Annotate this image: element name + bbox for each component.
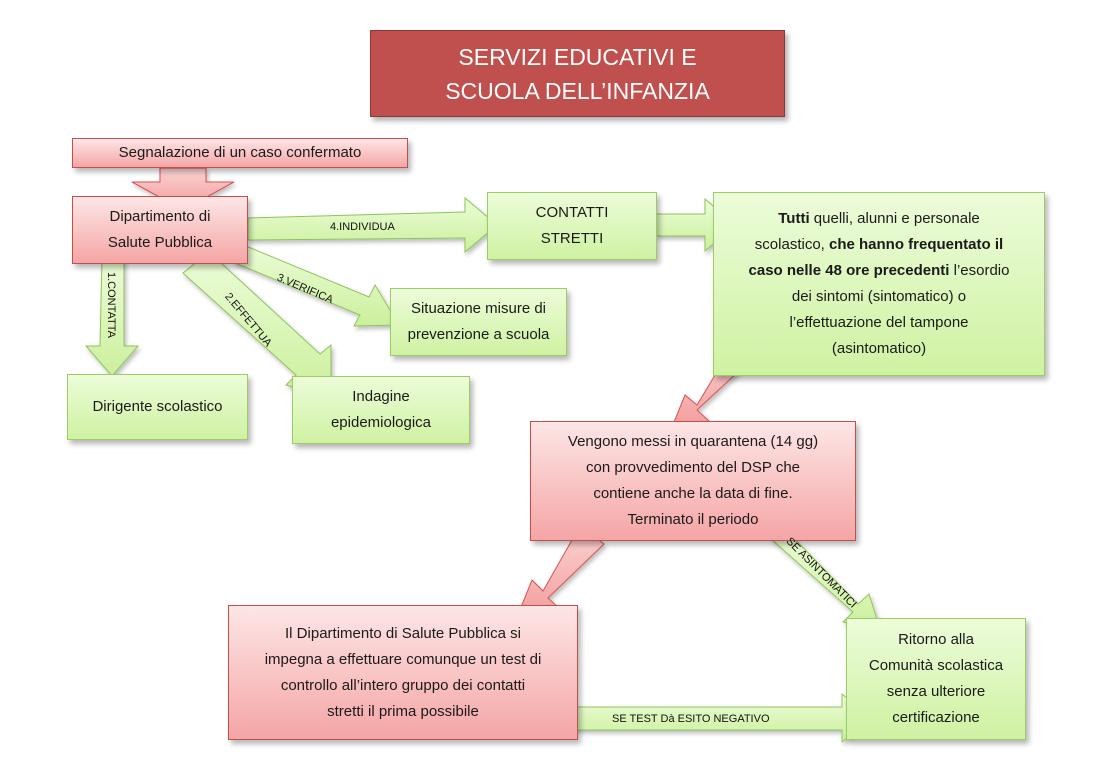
label-negativo: SE TEST Dà ESITO NEGATIVO xyxy=(612,713,770,725)
ritorno-line-1: Ritorno alla xyxy=(898,631,974,648)
situazione-line-2: prevenzione a scuola xyxy=(407,326,550,343)
quarantena-line-3: contiene anche la data di fine. xyxy=(593,485,793,502)
box-segnalazione: Segnalazione di un caso confermato xyxy=(72,138,408,168)
box-test: Il Dipartimento di Salute Pubblica si im… xyxy=(228,605,578,740)
situazione-line-1: Situazione misure di xyxy=(410,300,547,317)
dirigente-text: Dirigente scolastico xyxy=(92,398,223,415)
box-contatti-stretti: CONTATTI STRETTI xyxy=(487,192,657,260)
ritorno-line-2: Comunità scolastica xyxy=(868,657,1004,674)
box-tutti: Tutti quelli, alunni e personale scolast… xyxy=(713,192,1045,376)
contatti-line-1: CONTATTI xyxy=(535,204,609,221)
dipartimento-line-1: Dipartimento di xyxy=(109,208,211,225)
label-contatta: 1.CONTATTA xyxy=(105,272,117,338)
arrow-individua xyxy=(247,196,498,254)
tutti-line-2: scolastico, che hanno frequentato il xyxy=(754,236,1004,253)
indagine-line-2: epidemiologica xyxy=(330,414,432,431)
arrow-verifica xyxy=(232,243,400,327)
segnalazione-text: Segnalazione di un caso confermato xyxy=(118,144,362,161)
test-line-1: Il Dipartimento di Salute Pubblica si xyxy=(285,624,521,642)
title-line-1: SERVIZI EDUCATIVI E xyxy=(458,43,697,70)
tutti-line-1: Tutti quelli, alunni e personale xyxy=(778,210,980,227)
tutti-line-3: caso nelle 48 ore precedenti l’esordio xyxy=(748,262,1010,279)
ritorno-line-4: certificazione xyxy=(892,709,980,726)
indagine-line-1: Indagine xyxy=(352,388,410,405)
test-line-2: impegna a effettuare comunque un test di xyxy=(264,650,542,668)
tutti-line-5: l’effettuazione del tampone xyxy=(789,314,969,331)
box-indagine: Indagine epidemiologica xyxy=(292,376,470,444)
box-situazione: Situazione misure di prevenzione a scuol… xyxy=(390,288,567,356)
arrow-contatta xyxy=(84,259,140,377)
dipartimento-line-2: Salute Pubblica xyxy=(107,234,213,251)
quarantena-line-2: con provvedimento del DSP che xyxy=(585,459,800,476)
tutti-line-6: (asintomatico) xyxy=(831,340,927,357)
box-dirigente: Dirigente scolastico xyxy=(67,374,248,440)
box-quarantena: Vengono messi in quarantena (14 gg) con … xyxy=(530,421,856,541)
title-line-2: SCUOLA DELL’INFANZIA xyxy=(445,77,710,104)
box-dipartimento: Dipartimento di Salute Pubblica xyxy=(72,196,248,264)
quarantena-line-4: Terminato il periodo xyxy=(627,511,759,528)
box-ritorno: Ritorno alla Comunità scolastica senza u… xyxy=(846,618,1026,740)
contatti-line-2: STRETTI xyxy=(540,230,604,247)
page-title: SERVIZI EDUCATIVI E SCUOLA DELL’INFANZIA xyxy=(370,30,785,117)
test-line-4: stretti il prima possibile xyxy=(327,702,479,720)
ritorno-line-3: senza ulteriore xyxy=(886,683,986,700)
test-line-3: controllo all’intero gruppo dei contatti xyxy=(280,676,526,694)
quarantena-line-1: Vengono messi in quarantena (14 gg) xyxy=(567,433,819,450)
label-individua: 4.INDIVIDUA xyxy=(330,221,395,233)
tutti-line-4: dei sintomi (sintomatico) o xyxy=(791,288,967,305)
